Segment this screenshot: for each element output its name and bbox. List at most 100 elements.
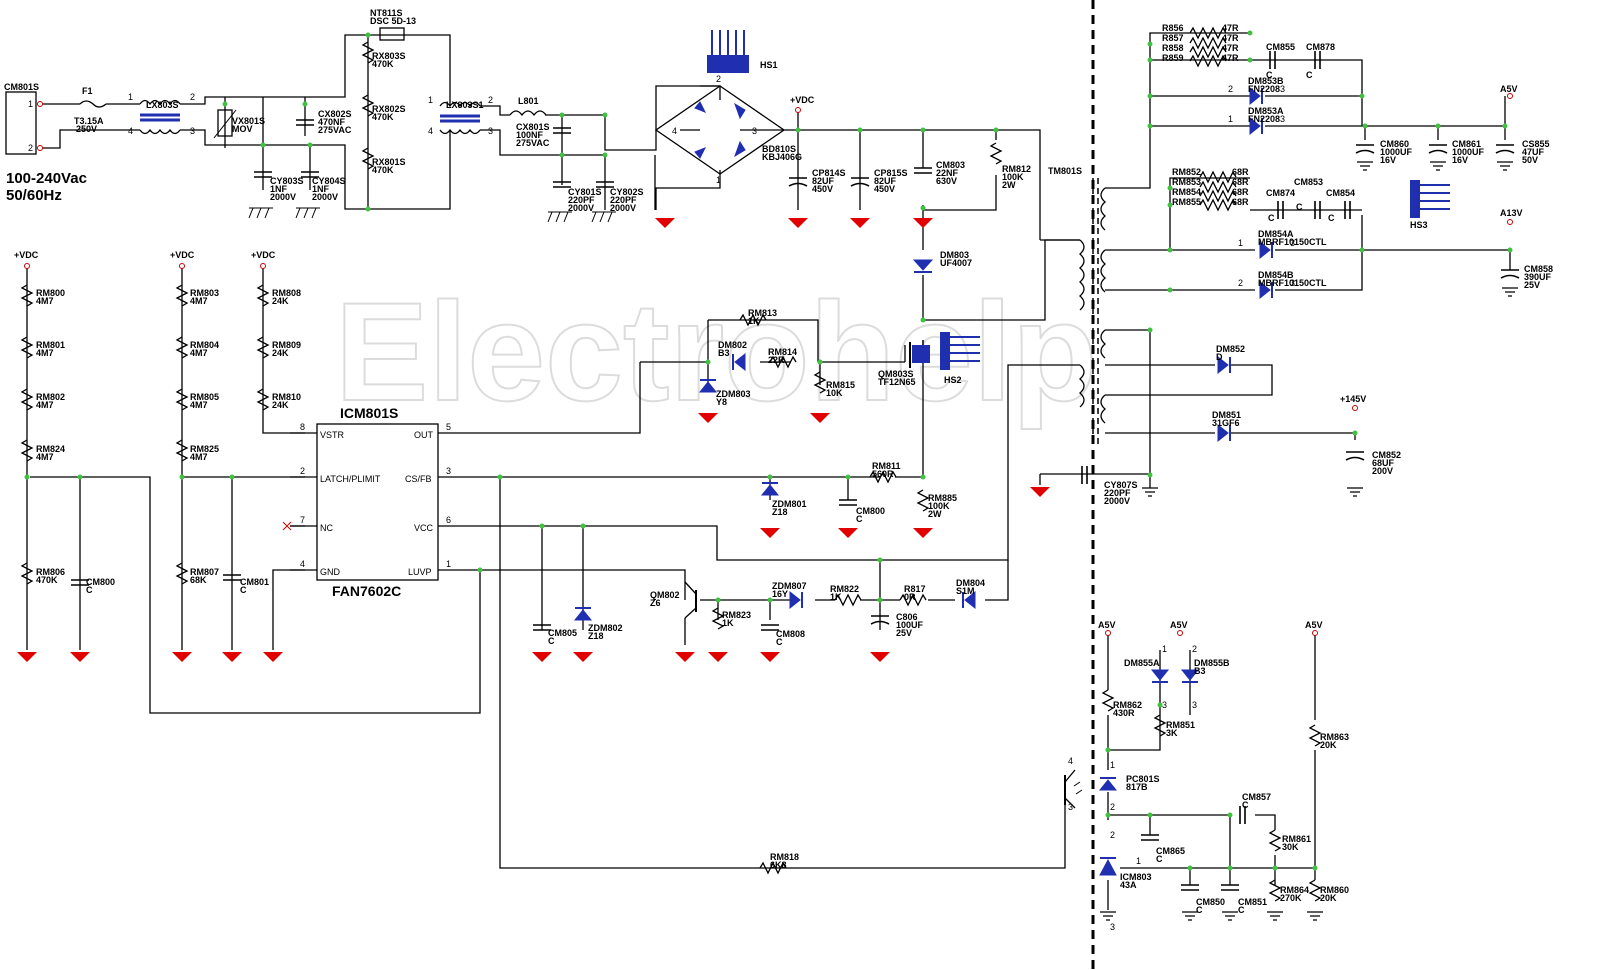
component-value: 220PF	[568, 195, 595, 205]
component-value: 2000V	[1104, 496, 1130, 506]
transistor-qm802-symbol	[684, 581, 697, 645]
component-value: 16Y	[772, 589, 788, 599]
component-ref: HS1	[760, 60, 778, 70]
component-ref: RM852	[1172, 167, 1201, 177]
ic-pin-name: LATCH/PLIMIT	[320, 474, 381, 484]
input-connector-symbol	[5, 91, 37, 155]
component-ref: CM801	[240, 577, 269, 587]
component-value: 47R	[1222, 43, 1239, 53]
pin-number: 2	[1238, 278, 1243, 288]
inductor-l801-symbol	[509, 110, 547, 117]
component-value: 630V	[936, 176, 957, 186]
ic-pin-name: NC	[320, 523, 333, 533]
component-value: 47UF	[1522, 147, 1545, 157]
component-ref: RM802	[36, 392, 65, 402]
component-ref: RM815	[826, 380, 855, 390]
component-ref: RM804	[190, 340, 219, 350]
component-value: 4M7	[190, 296, 208, 306]
component-ref: RM814	[768, 347, 797, 357]
component-ref: RM863	[1320, 732, 1349, 742]
component-ref: RM801	[36, 340, 65, 350]
component-value: C	[1238, 905, 1245, 915]
fuse-symbol	[79, 100, 107, 108]
pin-number: 3	[1162, 700, 1167, 710]
component-value: 25V	[896, 628, 912, 638]
pin-number: 1	[1110, 760, 1115, 770]
component-ref: RM851	[1166, 720, 1195, 730]
component-ref: RM823	[722, 610, 751, 620]
pin-number: 3	[1280, 84, 1285, 94]
pin-number: 3	[1110, 922, 1115, 932]
component-ref: RM862	[1113, 700, 1142, 710]
pin-number: 3	[1192, 700, 1197, 710]
net-vdc-main: +VDC	[790, 95, 815, 105]
component-value: 275VAC	[516, 138, 550, 148]
component-ref: ZDM802	[588, 623, 623, 633]
pin-number: 3	[1068, 802, 1073, 812]
pin-number: 2	[1228, 84, 1233, 94]
component-value: C	[1296, 202, 1303, 212]
net-vdc-3: +VDC	[251, 250, 276, 260]
component-ref: RM824	[36, 444, 65, 454]
pin-number: 3	[488, 126, 493, 136]
component-ref: NT811S	[370, 8, 403, 18]
component-value: 68R	[1232, 187, 1249, 197]
component-ref: RM803	[190, 288, 219, 298]
component-value: 6K8	[770, 860, 787, 870]
net-vdc-2: +VDC	[170, 250, 195, 260]
component-ref: RM854	[1172, 187, 1201, 197]
component-value: Z18	[772, 507, 788, 517]
component-ref: DM853A	[1248, 106, 1284, 116]
ic-part: FAN7602C	[332, 583, 401, 599]
ic-labels: ICM801S FAN7602C 8 VSTR 2 LATCH/PLIMIT 7…	[300, 405, 451, 599]
component-ref: DM855B	[1194, 658, 1230, 668]
component-value: C	[1196, 905, 1203, 915]
component-value: FN2208	[1248, 84, 1280, 94]
pin-number: 3	[1290, 278, 1295, 288]
component-ref: TM801S	[1048, 166, 1082, 176]
component-ref: CP814S	[812, 168, 846, 178]
component-value: 4M7	[36, 400, 54, 410]
component-value: 1000UF	[1452, 147, 1485, 157]
component-ref: LX803S	[146, 100, 179, 110]
component-ref: DM855A	[1124, 658, 1160, 668]
ic-pin-num: 3	[446, 466, 451, 476]
heatsink-hs3-icon	[1410, 180, 1450, 218]
component-value: 3K	[1166, 728, 1178, 738]
component-value: Z18	[588, 631, 604, 641]
net-a5v-fb1: A5V	[1098, 620, 1116, 630]
component-value: 68UF	[1372, 458, 1395, 468]
component-ref: CM857	[1242, 792, 1271, 802]
component-ref: RM812	[1002, 164, 1031, 174]
component-value: 560R	[872, 469, 894, 479]
net-a13v-out: A13V	[1500, 208, 1523, 218]
component-ref: QM802	[650, 590, 680, 600]
component-ref: CM800	[86, 577, 115, 587]
pin-number: 3	[752, 126, 757, 136]
component-value: FN2208	[1248, 114, 1280, 124]
component-value: 25V	[1524, 280, 1540, 290]
connector-ref: CM801S	[4, 82, 39, 92]
component-value: 1K	[722, 618, 734, 628]
component-value: 43A	[1120, 880, 1137, 890]
ic-ref: ICM801S	[340, 405, 398, 421]
component-ref: RM825	[190, 444, 219, 454]
component-value: 20K	[1320, 740, 1337, 750]
component-value: 1NF	[270, 184, 288, 194]
ic-pin-num: 7	[300, 515, 305, 525]
component-value: 16V	[1452, 155, 1468, 165]
component-value: 100K	[928, 501, 950, 511]
component-value: 10K	[826, 388, 843, 398]
component-ref: CY804S	[312, 176, 346, 186]
component-value: 450V	[874, 184, 895, 194]
component-ref: CY803S	[270, 176, 304, 186]
component-ref: CP815S	[874, 168, 908, 178]
component-value: 47R	[1222, 33, 1239, 43]
component-value: 470K	[36, 575, 58, 585]
component-ref: CM808	[776, 629, 805, 639]
ic-pin-num: 1	[446, 559, 451, 569]
pin-number: 3	[1280, 114, 1285, 124]
input-labels: CM801S 1 2 100-240Vac 50/60Hz	[4, 82, 87, 204]
component-ref: R858	[1162, 43, 1184, 53]
net-a5v-out: A5V	[1500, 84, 1518, 94]
